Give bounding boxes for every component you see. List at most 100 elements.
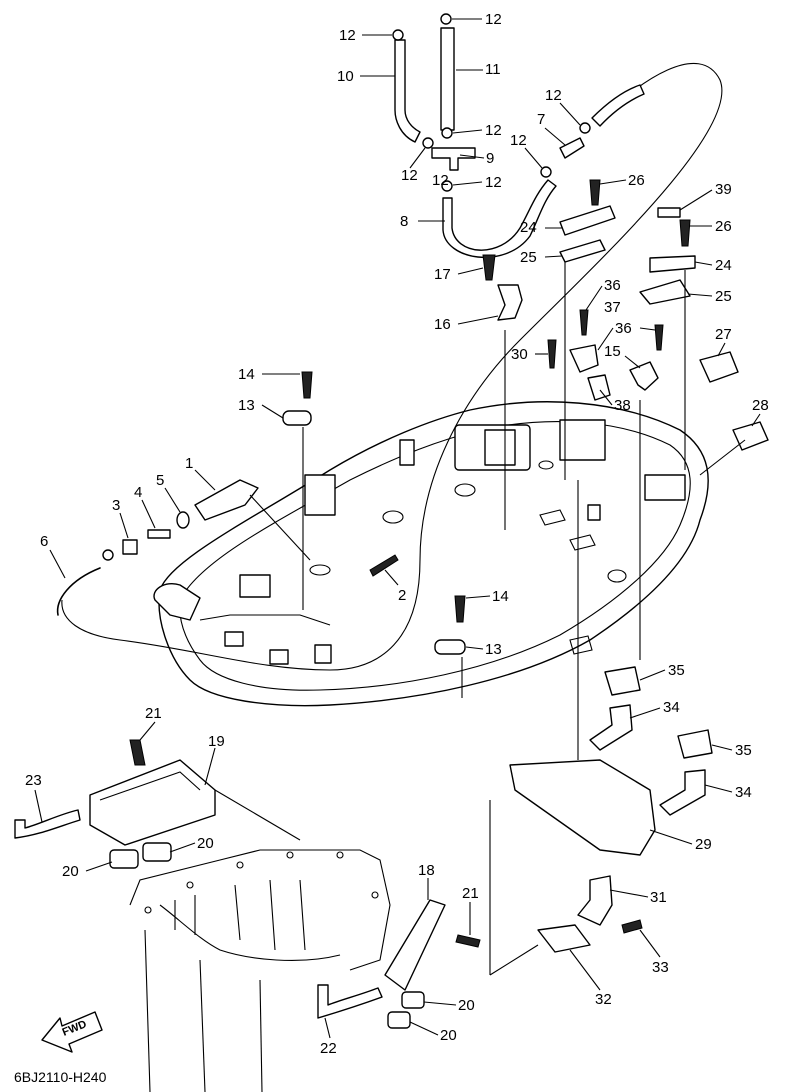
screw	[369, 554, 399, 577]
bracket	[649, 255, 696, 273]
callout-label: 21	[145, 705, 162, 722]
callout-label: 25	[715, 288, 732, 305]
grommet	[194, 479, 259, 521]
callout-label: 13	[238, 397, 255, 414]
elbow	[589, 704, 633, 751]
callout-label: 18	[418, 862, 435, 879]
callout-label: 36	[604, 277, 621, 294]
callout-label: 14	[492, 588, 509, 605]
holder	[587, 374, 611, 401]
leader-lines	[34, 18, 761, 1039]
callout-label: 2	[398, 587, 406, 604]
fwd-arrow-icon: FWD	[41, 1011, 103, 1053]
callout-label: 34	[663, 699, 680, 716]
grommet	[387, 1011, 411, 1029]
callouts: 1 2 3 4 5 6 7 8 9 10 11 12 12 12 12 12 1…	[25, 11, 769, 1057]
callout-label: 1	[185, 455, 193, 472]
bolt	[654, 324, 664, 351]
callout-label: 12	[485, 11, 502, 28]
callout-label: 24	[520, 219, 537, 236]
callout-label: 12	[510, 132, 527, 149]
grommet	[142, 842, 172, 862]
callout-label: 11	[485, 61, 501, 78]
clamp	[569, 344, 599, 373]
bolt	[679, 219, 691, 247]
clip-icon	[392, 13, 591, 192]
callout-label: 20	[197, 835, 214, 852]
callout-label: 37	[604, 299, 621, 316]
grommet	[699, 351, 739, 383]
callout-label: 14	[238, 366, 255, 383]
callout-label: 7	[537, 111, 545, 128]
callout-label: 35	[668, 662, 685, 679]
callout-label: 31	[650, 889, 667, 906]
callout-label: 36	[615, 320, 632, 337]
hose	[442, 179, 557, 259]
callout-label: 12	[401, 167, 418, 184]
bolt	[129, 739, 146, 766]
damper	[434, 639, 466, 655]
callout-label: 26	[715, 218, 732, 235]
oil-pan	[129, 849, 391, 1092]
screw	[454, 595, 466, 623]
cover	[384, 899, 446, 991]
callout-label: 12	[432, 172, 449, 189]
clamp	[629, 361, 659, 391]
plate	[559, 239, 606, 263]
bottom-cowling	[153, 401, 709, 707]
hose	[14, 809, 81, 839]
callout-label: 28	[752, 397, 769, 414]
hose	[317, 984, 383, 1019]
flange	[537, 924, 591, 953]
callout-label: 12	[545, 87, 562, 104]
callout-label: 12	[339, 27, 356, 44]
screw	[301, 371, 313, 399]
callout-label: 29	[695, 836, 712, 853]
callout-label: 26	[628, 172, 645, 189]
callout-label: 35	[735, 742, 752, 759]
callout-label: 10	[337, 68, 354, 85]
callout-label: 25	[520, 249, 537, 266]
hose	[440, 27, 455, 131]
hose	[591, 84, 645, 127]
callout-label: 27	[715, 326, 732, 343]
hose	[394, 39, 421, 143]
callout-label: 39	[715, 181, 732, 198]
nut	[122, 539, 138, 555]
bracket	[559, 205, 616, 236]
bolt	[579, 309, 589, 336]
callout-label: 9	[486, 150, 494, 167]
hose	[56, 567, 101, 616]
hose-loop	[61, 62, 723, 671]
flange	[604, 666, 641, 696]
box	[89, 759, 216, 846]
callout-label: 32	[595, 991, 612, 1008]
bolt	[547, 339, 557, 369]
callout-label: 30	[511, 346, 528, 363]
callout-label: 3	[112, 497, 120, 514]
grommet	[109, 849, 139, 869]
bolt	[147, 529, 171, 539]
callout-label: 16	[434, 316, 451, 333]
callout-label: 4	[134, 484, 142, 501]
damper	[282, 410, 312, 426]
flange	[677, 729, 713, 759]
callout-label: 21	[462, 885, 479, 902]
callout-label: 12	[485, 174, 502, 191]
elbow	[659, 769, 706, 816]
connector	[559, 137, 585, 159]
label	[657, 207, 681, 218]
joint	[431, 147, 476, 171]
callout-label: 24	[715, 257, 732, 274]
callout-label: 34	[735, 784, 752, 801]
callout-label: 22	[320, 1040, 337, 1057]
plate	[639, 279, 691, 305]
bracket	[497, 284, 523, 321]
callout-label: 12	[485, 122, 502, 139]
bolt	[455, 934, 481, 948]
callout-label: 15	[604, 343, 621, 360]
bolt	[589, 179, 601, 206]
callout-label: 20	[440, 1027, 457, 1044]
callout-label: 23	[25, 772, 42, 789]
